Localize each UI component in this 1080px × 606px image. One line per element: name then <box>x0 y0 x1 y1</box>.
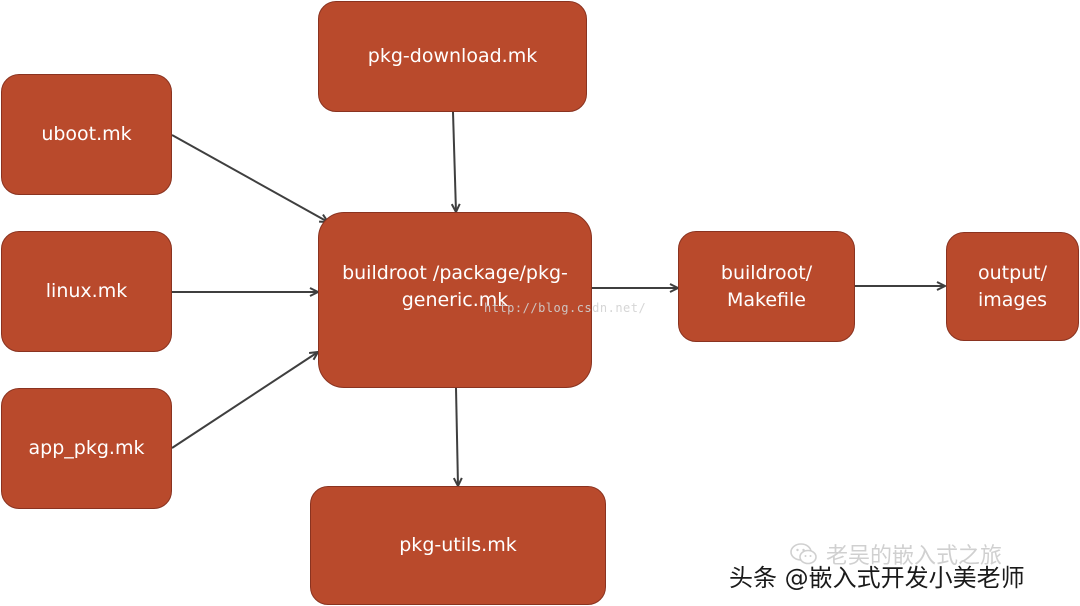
wechat-watermark: 老吴的嵌入式之旅 <box>790 538 1002 570</box>
node-uboot-label: uboot.mk <box>41 123 132 145</box>
node-makefile-label: buildroot/ Makefile <box>720 261 813 311</box>
node-pkg-generic: buildroot /package/pkg- generic.mk <box>318 212 592 388</box>
node-output-images-label: output/ images <box>977 261 1048 311</box>
wechat-account-name: 老吴的嵌入式之旅 <box>826 544 1003 569</box>
arrow-uboot-to-generic <box>171 134 328 222</box>
node-app-pkg-label: app_pkg.mk <box>28 437 145 459</box>
node-linux-label: linux.mk <box>45 280 128 302</box>
node-app-pkg: app_pkg.mk <box>1 388 172 509</box>
toutiao-watermark: 头条 @嵌入式开发小美老师 <box>729 564 1025 592</box>
node-pkg-generic-label: buildroot /package/pkg- generic.mk <box>342 262 568 311</box>
blog-url-watermark: http://blog.csdn.net/ <box>484 301 647 315</box>
arrow-apppkg-to-generic <box>171 352 318 449</box>
node-pkg-utils-label: pkg-utils.mk <box>399 534 517 556</box>
arrow-download-to-generic <box>453 111 456 212</box>
node-pkg-utils: pkg-utils.mk <box>310 486 606 605</box>
wechat-icon <box>790 542 818 566</box>
node-makefile: buildroot/ Makefile <box>678 231 855 342</box>
node-pkg-download-label: pkg-download.mk <box>367 45 538 67</box>
arrow-generic-to-utils <box>456 387 458 486</box>
node-output-images: output/ images <box>946 232 1079 341</box>
node-linux: linux.mk <box>1 231 172 352</box>
node-pkg-download: pkg-download.mk <box>318 1 587 112</box>
node-uboot: uboot.mk <box>1 74 172 195</box>
